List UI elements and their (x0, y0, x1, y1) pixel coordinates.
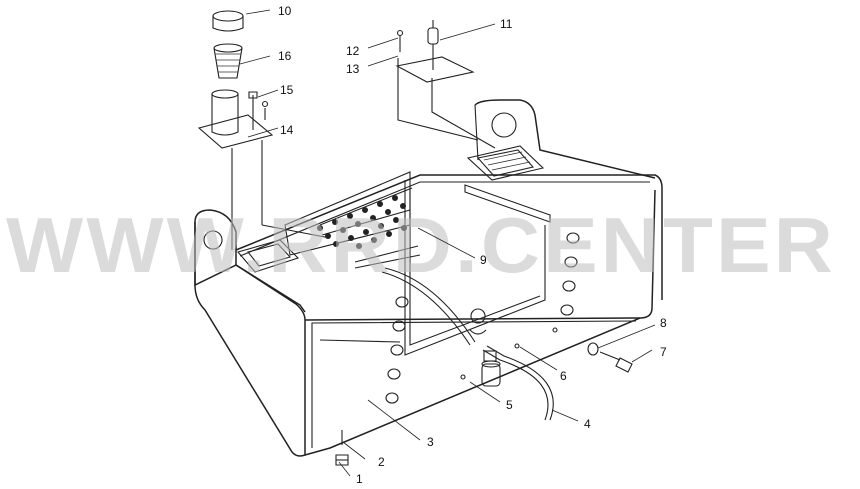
callout-1: 1 (356, 472, 363, 486)
boss-fittings (385, 232, 580, 404)
watermark-text: WWW.RRD.CENTER (6, 201, 836, 289)
callout-14: 14 (280, 123, 294, 137)
filler-strainer (213, 43, 243, 79)
callout-2: 2 (378, 455, 385, 469)
callout-11: 11 (500, 17, 513, 31)
drain-plug (335, 430, 349, 466)
callout-10: 10 (278, 4, 292, 18)
callout-3: 3 (427, 435, 434, 449)
hose-assembly (381, 267, 554, 421)
callout-9: 9 (480, 253, 487, 267)
callout-8: 8 (660, 316, 667, 330)
bottom-plate (329, 317, 641, 449)
filler-flange (197, 114, 331, 250)
callout-13: 13 (346, 62, 360, 76)
level-sender (395, 20, 475, 83)
filler-bolt (248, 91, 269, 130)
strainer-holes (317, 195, 407, 249)
leader-lines (239, 9, 656, 477)
callout-6: 6 (560, 369, 567, 383)
callout-15: 15 (280, 83, 294, 97)
filler-neck-opening (237, 239, 300, 273)
callout-5: 5 (506, 398, 513, 412)
callout-4: 4 (584, 417, 591, 431)
sender-opening (466, 145, 545, 181)
callout-16: 16 (278, 49, 292, 63)
vent-line (397, 58, 496, 149)
side-plug (460, 327, 633, 380)
callout-7: 7 (660, 345, 667, 359)
filter-canister (481, 350, 501, 387)
callout-labels: 1 2 3 4 5 6 7 8 9 10 11 12 13 14 15 16 (278, 4, 667, 486)
callout-12: 12 (346, 44, 360, 58)
filler-cap (212, 10, 244, 32)
filler-neck (211, 89, 239, 136)
